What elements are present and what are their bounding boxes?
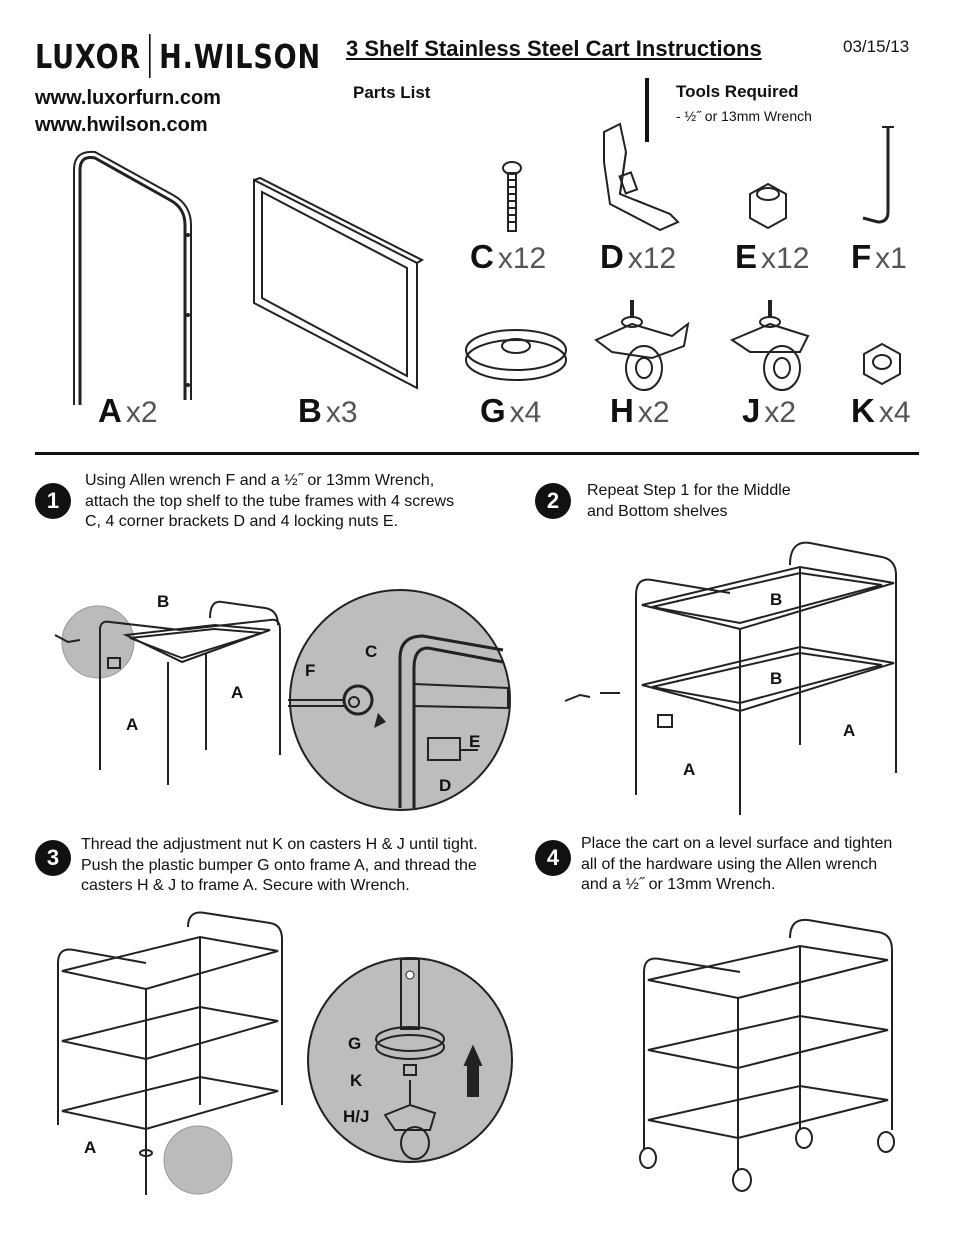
page-title: 3 Shelf Stainless Steel Cart Instruction… [346, 36, 762, 61]
document-date: 03/15/13 [843, 37, 910, 56]
tools-heading: Tools Required [676, 82, 799, 101]
part-a-frame-illustration [73, 150, 192, 405]
part-e-locknut-illustration [749, 182, 787, 230]
step-1-detail-zoom [288, 589, 511, 811]
step-1-label-e: E [469, 732, 481, 751]
step-3-label-k: K [350, 1071, 363, 1090]
step-1-label-c: C [365, 642, 378, 661]
step-2-label-a-right: A [843, 721, 856, 740]
step-3-number: 3 [35, 840, 71, 876]
step-1-number: 1 [35, 483, 71, 519]
step-1-label-d: D [439, 776, 452, 795]
part-j-caster-illustration [729, 300, 810, 391]
step-3-cart-diagram [57, 911, 283, 1195]
part-k-nut-illustration [863, 342, 901, 386]
step-3-label-g: G [348, 1034, 362, 1053]
step-3-text: Thread the adjustment nut K on casters H… [81, 836, 478, 894]
step-1-cart-diagram [54, 600, 281, 785]
part-f-allen-wrench-illustration [862, 126, 894, 224]
step-2-label-b-top: B [770, 590, 783, 609]
tools-item: - ½˝ or 13mm Wrench [676, 108, 812, 124]
step-2-cart-diagram [564, 541, 897, 815]
tools-divider [645, 78, 649, 142]
part-h-caster-brake-illustration [594, 300, 690, 391]
step-1-label-b: B [157, 592, 170, 611]
step-2-number: 2 [535, 483, 571, 519]
step-4-cart-diagram [639, 918, 895, 1192]
part-c-screw-illustration [502, 161, 522, 232]
brand-logo: LUXOR H.WILSON [35, 34, 321, 78]
step-1-label-a-right: A [231, 683, 244, 702]
step-3-label-hj: H/J [343, 1107, 370, 1126]
section-divider [35, 452, 919, 455]
step-2-text: Repeat Step 1 for the Middle and Bottom … [587, 482, 791, 520]
part-g-bumper-illustration [465, 329, 567, 381]
step-2-label-b-middle: B [770, 669, 783, 688]
part-b-shelf-illustration [253, 176, 425, 390]
step-3-detail-zoom [307, 957, 513, 1163]
step-4-number: 4 [535, 840, 571, 876]
step-1-label-f: F [305, 661, 316, 680]
step-3-label-a: A [84, 1138, 97, 1157]
step-4-text: Place the cart on a level surface and ti… [581, 835, 893, 893]
step-1-label-a-left: A [126, 715, 139, 734]
step-2-label-a-left: A [683, 760, 696, 779]
parts-list-heading: Parts List [353, 83, 431, 102]
url-hwilson[interactable]: www.hwilson.com [35, 114, 208, 136]
brand-divider [149, 34, 151, 78]
part-d-bracket-illustration [603, 122, 680, 232]
step-1-text: Using Allen wrench F and a ½˝ or 13mm Wr… [85, 472, 455, 530]
url-luxor[interactable]: www.luxorfurn.com [35, 87, 221, 109]
brand-luxor: LUXOR [35, 36, 142, 76]
brand-hwilson: H.WILSON [159, 36, 321, 76]
